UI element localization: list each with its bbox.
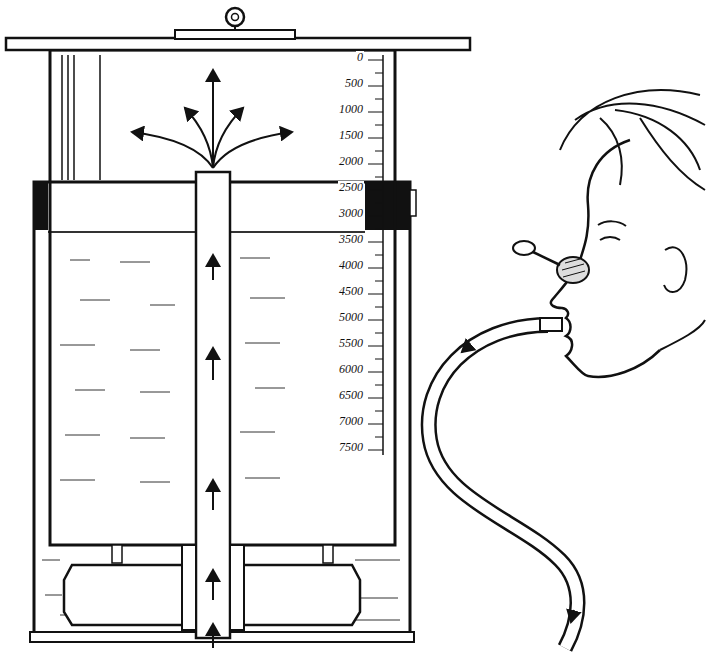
scale-tick: [368, 398, 383, 399]
scale-number: 6000: [338, 363, 364, 375]
scale-number: 1500: [338, 129, 364, 141]
scale-number: 4000: [338, 259, 364, 271]
scale-number: 3500: [338, 233, 364, 245]
scale-tick: [368, 216, 383, 217]
scale-number: 1000: [338, 103, 364, 115]
scale-tick: [375, 255, 383, 256]
scale-tick: [375, 125, 383, 126]
scale-tick: [375, 307, 383, 308]
scale-tick: [368, 372, 383, 373]
scale-number: 7500: [338, 441, 364, 453]
scale-number: 4500: [338, 285, 364, 297]
scale-tick: [368, 268, 383, 269]
scale-number: 5500: [338, 337, 364, 349]
scale-tick: [375, 73, 383, 74]
scale-tick: [375, 359, 383, 360]
scale-number: 2500: [338, 181, 364, 193]
scale-tick: [368, 164, 383, 165]
scale-tick: [375, 411, 383, 412]
scale-tick: [368, 450, 383, 451]
scale-tick: [375, 177, 383, 178]
scale-tick: [368, 86, 383, 87]
scale-number: 3000: [338, 207, 364, 219]
scale-tick: [368, 294, 383, 295]
scale-tick: [368, 138, 383, 139]
scale-number: 2000: [338, 155, 364, 167]
scale-tick: [368, 60, 383, 61]
scale-tick: [375, 99, 383, 100]
scale-tick: [368, 112, 383, 113]
scale-tick: [375, 437, 383, 438]
scale-number: 500: [344, 77, 364, 89]
scale-tick: [375, 151, 383, 152]
scale-tick: [375, 333, 383, 334]
scale-tick: [375, 229, 383, 230]
scale-tick: [375, 281, 383, 282]
scale-tick: [375, 385, 383, 386]
scale-tick: [368, 242, 383, 243]
scale-number: 0: [356, 51, 364, 63]
scale-number: 5000: [338, 311, 364, 323]
scale-tick: [368, 190, 383, 191]
scale-tick: [368, 346, 383, 347]
scale-tick: [375, 203, 383, 204]
scale-tick: [368, 424, 383, 425]
scale-number: 7000: [338, 415, 364, 427]
scale-number: 6500: [338, 389, 364, 401]
scale-tick: [368, 320, 383, 321]
